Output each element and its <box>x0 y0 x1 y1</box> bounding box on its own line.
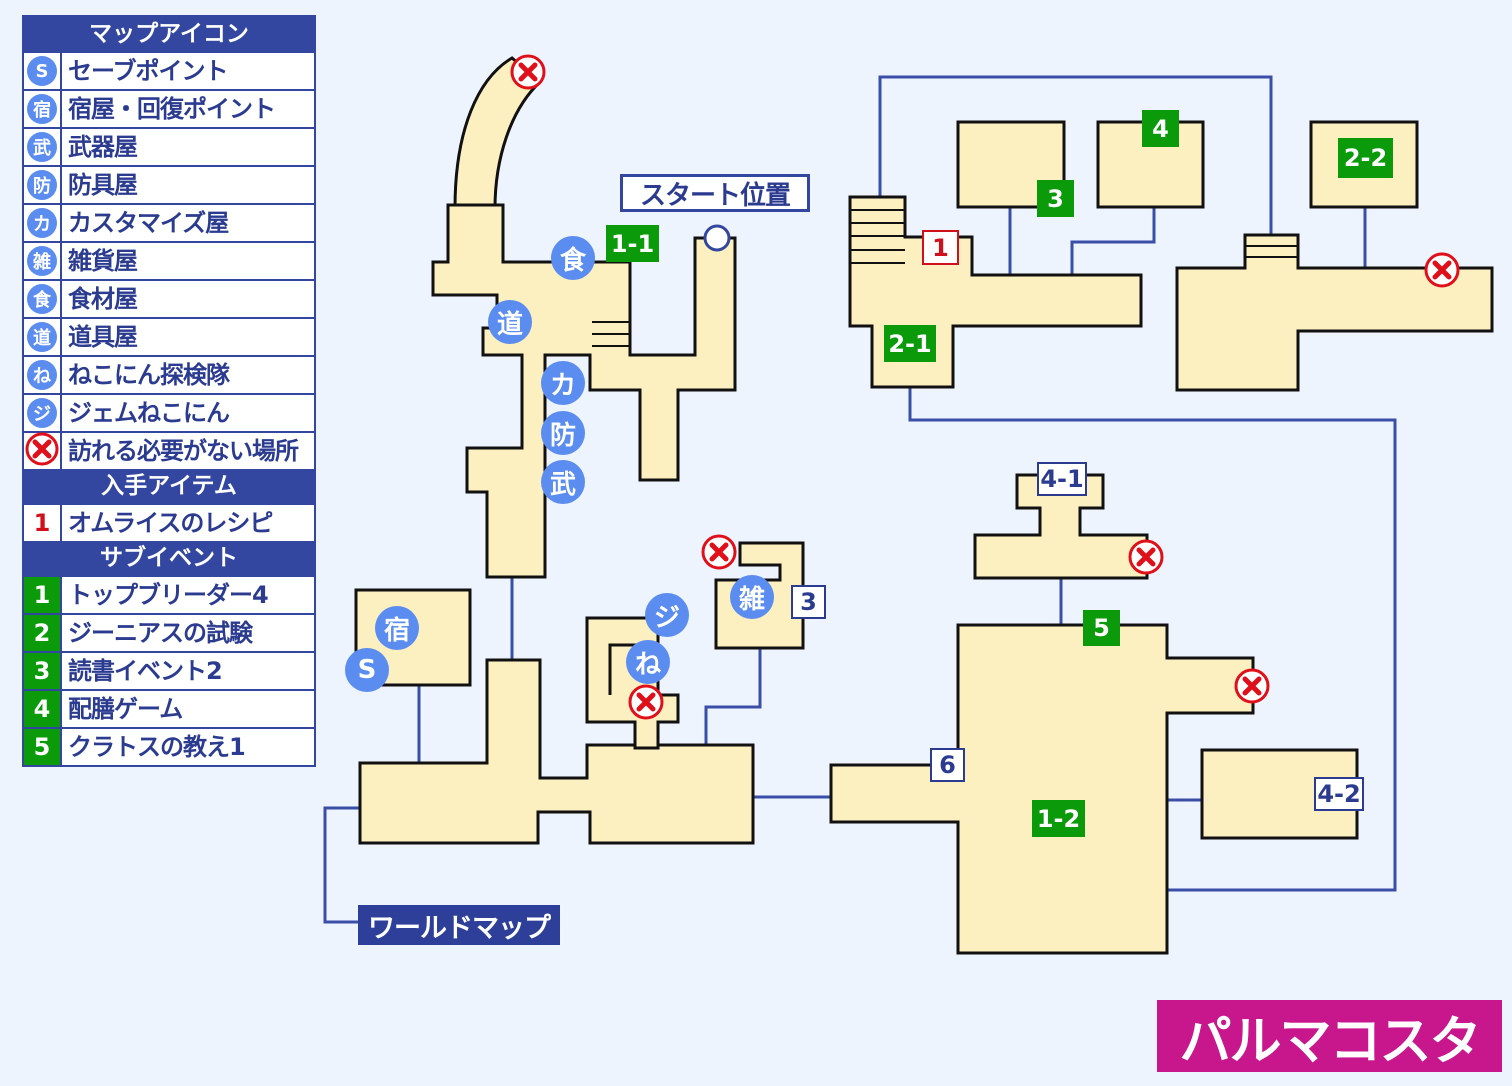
legend-item-row: 1 オムライスのレシピ <box>24 503 314 541</box>
event-number: 4 <box>24 691 60 727</box>
inn-icon: 宿 <box>27 94 57 124</box>
legend-label: カスタマイズ屋 <box>68 209 229 237</box>
legend-event-label: 配膳ゲーム <box>68 695 183 723</box>
no-visit-icon <box>1128 539 1164 575</box>
legend-label: 防具屋 <box>68 171 138 199</box>
legend-label: ジェムねこにん <box>68 399 230 427</box>
legend-row: S セーブポイント <box>24 51 314 89</box>
legend-event-label: 読書イベント2 <box>68 657 223 685</box>
legend-event-row: 3 読書イベント2 <box>24 651 314 689</box>
no-visit-icon <box>701 534 737 570</box>
facility-marker[interactable]: ね <box>626 640 670 684</box>
chest-marker: 4-1 <box>1037 462 1087 496</box>
event-number: 5 <box>24 729 60 765</box>
legend-event-label: クラトスの教え1 <box>68 733 246 761</box>
facility-marker[interactable]: S <box>345 648 389 692</box>
facility-marker[interactable]: 食 <box>551 236 595 280</box>
legend-event-row: 5 クラトスの教え1 <box>24 727 314 765</box>
no-visit-icon <box>628 684 664 720</box>
no-visit-markers <box>510 54 1460 720</box>
legend-label: 宿屋・回復ポイント <box>68 95 276 123</box>
item-number: 1 <box>33 509 51 537</box>
legend-events-header: サブイベント <box>24 541 314 575</box>
legend-row: 宿宿屋・回復ポイント <box>24 89 314 127</box>
food-shop-icon: 食 <box>27 284 57 314</box>
event-marker: 1-1 <box>606 225 659 262</box>
event-marker: 1-2 <box>1032 800 1085 837</box>
chest-marker: 6 <box>930 748 965 782</box>
legend-label: 武器屋 <box>68 133 138 161</box>
customize-shop-icon: カ <box>27 208 57 238</box>
event-number: 2 <box>24 615 60 651</box>
facility-marker[interactable]: 防 <box>541 411 585 455</box>
chest-marker: 4-2 <box>1314 777 1364 811</box>
legend-event-row: 1 トップブリーダー4 <box>24 575 314 613</box>
legend-row: ジジェムねこにん <box>24 393 314 431</box>
event-marker: 3 <box>1037 180 1074 217</box>
save-point-icon: S <box>27 56 57 86</box>
event-number: 3 <box>24 653 60 689</box>
facility-marker[interactable]: 道 <box>488 300 532 344</box>
legend-items-header: 入手アイテム <box>24 469 314 503</box>
no-visit-icon <box>510 54 546 90</box>
legend-label: ねこにん探検隊 <box>68 361 230 389</box>
legend-row: ねねこにん探検隊 <box>24 355 314 393</box>
facility-marker[interactable]: ジ <box>645 593 689 637</box>
legend-row: 防防具屋 <box>24 165 314 203</box>
legend-icons-header: マップアイコン <box>24 17 314 51</box>
legend-row: 雑雑貨屋 <box>24 241 314 279</box>
legend-row: 訪れる必要がない場所 <box>24 431 314 469</box>
world-map-exit[interactable]: ワールドマップ <box>358 905 560 945</box>
legend-label: 雑貨屋 <box>68 247 138 275</box>
no-visit-icon <box>1234 668 1270 704</box>
legend-item-label: オムライスのレシピ <box>68 509 273 537</box>
stairs <box>592 209 1298 347</box>
general-store-icon: 雑 <box>27 246 57 276</box>
facility-marker[interactable]: 武 <box>541 460 585 504</box>
armor-shop-icon: 防 <box>27 170 57 200</box>
nekonin-expedition-icon: ね <box>27 360 57 390</box>
legend-label: 道具屋 <box>68 323 138 351</box>
event-marker: 4 <box>1142 110 1179 147</box>
facility-marker[interactable]: 雑 <box>730 575 774 619</box>
weapon-shop-icon: 武 <box>27 132 57 162</box>
legend-event-row: 2 ジーニアスの試験 <box>24 613 314 651</box>
facility-marker[interactable]: カ <box>541 361 585 405</box>
event-marker: 2-1 <box>884 325 936 362</box>
gem-nekonin-icon: ジ <box>27 398 57 428</box>
legend-row: 食食材屋 <box>24 279 314 317</box>
start-position-marker <box>703 224 731 252</box>
no-visit-icon <box>25 432 59 470</box>
legend-label: 訪れる必要がない場所 <box>68 437 299 465</box>
item-marker: 1 <box>922 230 959 265</box>
no-visit-icon <box>1424 252 1460 288</box>
event-marker: 2-2 <box>1338 138 1393 178</box>
area-title: パルマコスタ <box>1157 1000 1502 1072</box>
event-number: 1 <box>24 577 60 613</box>
event-marker: 5 <box>1083 610 1120 646</box>
legend-label: セーブポイント <box>68 57 229 85</box>
legend-event-row: 4 配膳ゲーム <box>24 689 314 727</box>
map-areas <box>354 56 1494 955</box>
legend-label: 食材屋 <box>68 285 138 313</box>
legend-event-label: トップブリーダー4 <box>68 581 269 609</box>
start-position-label: スタート位置 <box>620 174 810 212</box>
facility-marker[interactable]: 宿 <box>375 606 419 650</box>
legend-row: カカスタマイズ屋 <box>24 203 314 241</box>
legend-row: 道道具屋 <box>24 317 314 355</box>
chest-marker: 3 <box>791 585 826 619</box>
legend-event-label: ジーニアスの試験 <box>68 619 253 647</box>
legend-row: 武武器屋 <box>24 127 314 165</box>
item-shop-icon: 道 <box>27 322 57 352</box>
